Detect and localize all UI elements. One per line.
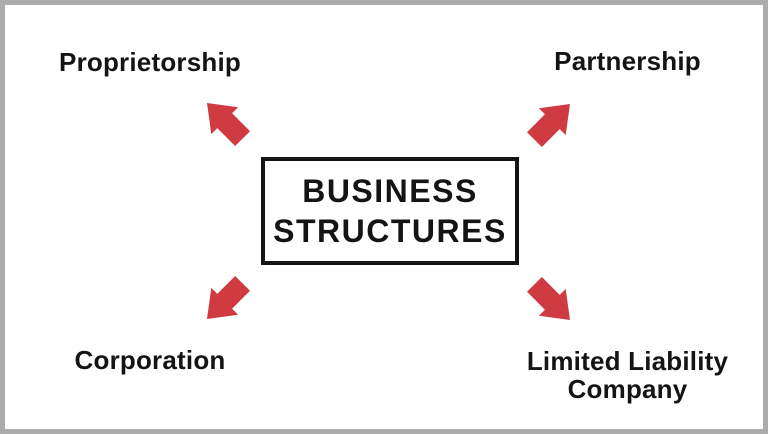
arrow-shape <box>207 103 250 146</box>
arrow-up-right-icon <box>527 104 570 147</box>
node-label-corporation: Corporation <box>74 345 226 375</box>
node-label-proprietorship: Proprietorship <box>59 47 241 77</box>
arrow-down-right-icon <box>527 277 570 320</box>
arrow-shape <box>527 277 570 320</box>
node-label-limited-liability-company: Limited Liability Company <box>526 346 729 404</box>
node-label-partnership: Partnership <box>554 46 701 76</box>
arrow-down-left-icon <box>207 276 250 319</box>
center-box-title-line1: BUSINESS <box>302 173 478 209</box>
center-box: BUSINESS STRUCTURES <box>261 157 519 265</box>
center-box-title-line2: STRUCTURES <box>273 213 507 249</box>
arrow-shape <box>527 104 570 147</box>
arrow-up-left-icon <box>207 103 250 146</box>
arrow-shape <box>207 276 250 319</box>
